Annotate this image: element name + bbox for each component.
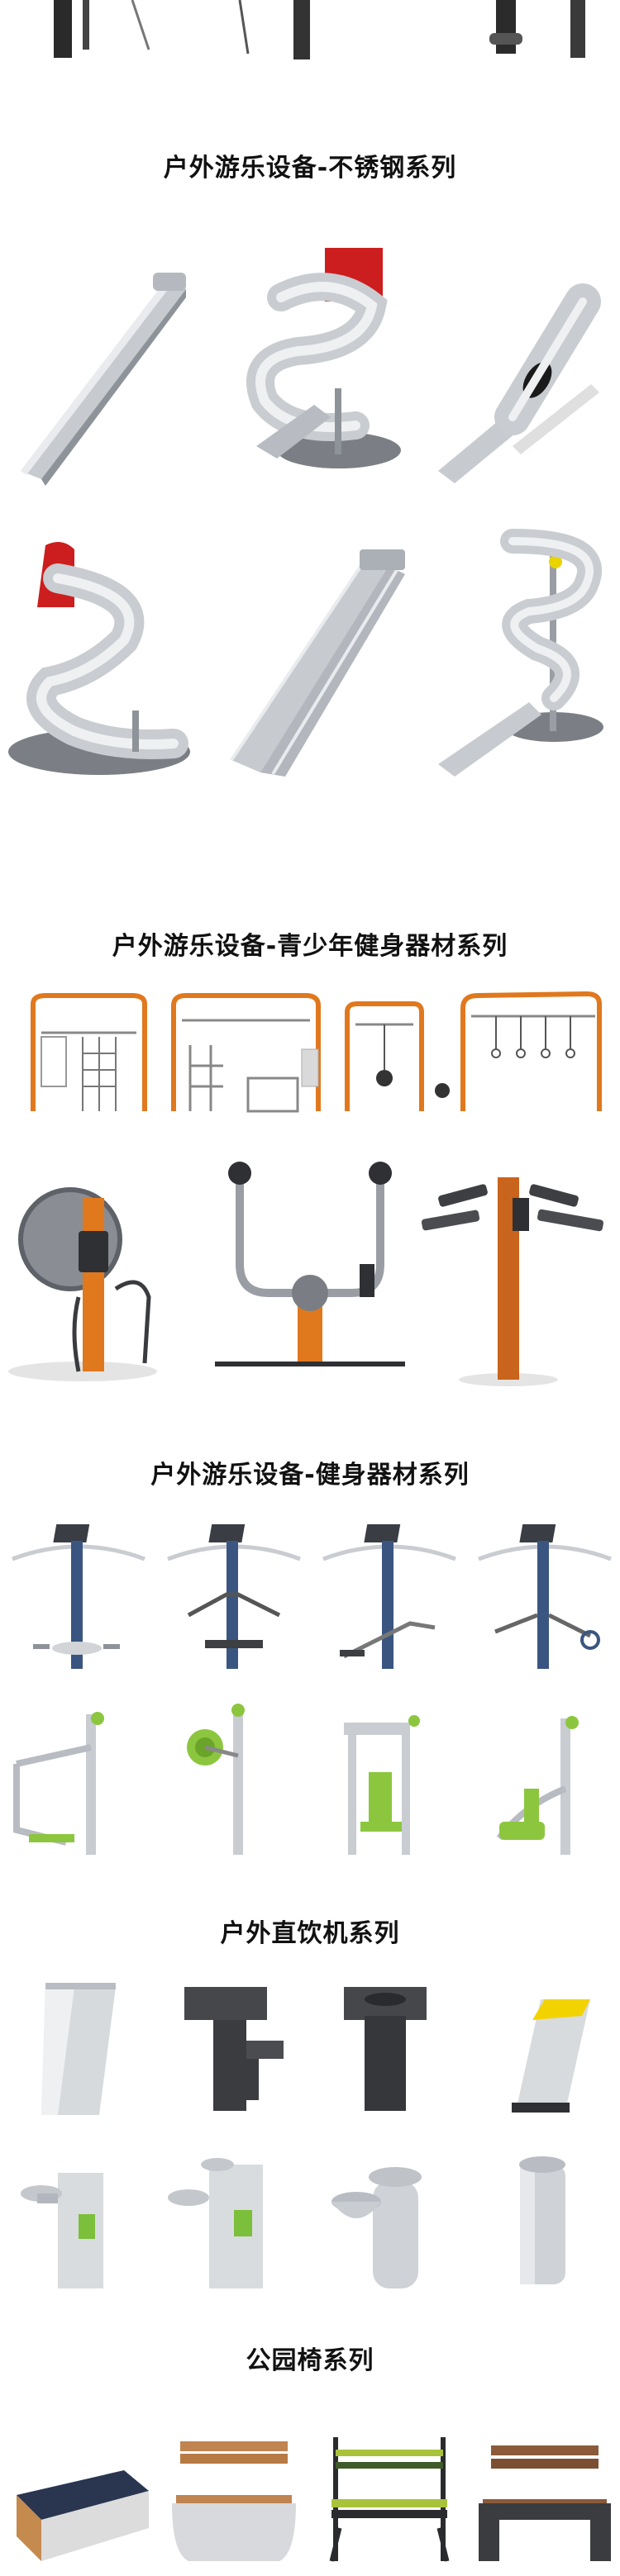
product-image-green-leg-press[interactable] [311, 1698, 466, 1867]
product-image-solar-smart-bench[interactable] [0, 2404, 155, 2576]
product-image-solar-elliptical[interactable] [311, 1516, 466, 1677]
product-image-round-steel-fountain[interactable] [311, 2140, 466, 2293]
product-image-curved-steel-fountain[interactable] [0, 1970, 155, 2123]
product-image-green-slat-metal-bench[interactable] [311, 2404, 466, 2576]
product-image-rotating-disc-trainer[interactable] [0, 1148, 207, 1388]
product-image-solar-chest-press[interactable] [155, 1516, 311, 1677]
drinking-fountain-grid [0, 1962, 620, 2293]
product-image-steel-green-sign-fountain[interactable] [0, 2140, 155, 2293]
park-bench-grid [0, 2388, 620, 2576]
product-image-green-walker[interactable] [0, 1698, 155, 1867]
product-image-green-seated-trainer[interactable] [466, 1698, 620, 1867]
product-image-dark-double-fountain[interactable] [155, 1970, 311, 2123]
stainless-slide-grid [0, 231, 620, 810]
product-image-spiral-slide-red-top[interactable] [207, 240, 413, 487]
top-equipment-strip [0, 0, 620, 62]
product-image-seated-twist-trainer[interactable] [207, 1148, 413, 1388]
section-title-youth-fitness: 户外游乐设备-青少年健身器材系列 [112, 932, 508, 961]
product-image-youth-fitness-frame[interactable] [25, 987, 620, 1119]
product-image-solar-double-trainer[interactable] [466, 1516, 620, 1677]
product-image-pull-up-pole-trainer[interactable] [413, 1148, 620, 1388]
product-image-dual-basin-steel-fountain[interactable] [155, 2140, 311, 2293]
product-image-straight-slide[interactable] [0, 248, 207, 487]
product-image-wood-slat-bench[interactable] [155, 2404, 311, 2576]
product-image-cylinder-steel-fountain[interactable] [466, 2140, 620, 2293]
product-image-tall-spiral-slide[interactable] [413, 516, 620, 785]
product-image-double-slide[interactable] [207, 529, 413, 785]
product-image-dark-frame-wood-bench[interactable] [466, 2404, 620, 2576]
product-image-green-massager[interactable] [155, 1698, 311, 1867]
product-image-yellow-accent-fountain[interactable] [466, 1970, 620, 2123]
product-image-spiral-slide-red-hood[interactable] [0, 529, 207, 785]
section-title-fitness-equipment: 户外游乐设备-健身器材系列 [150, 1461, 470, 1490]
product-image-dark-pedestal-fountain[interactable] [311, 1970, 466, 2123]
fitness-equipment-grid [0, 1504, 620, 1867]
section-title-stainless-slides: 户外游乐设备-不锈钢系列 [163, 154, 457, 183]
section-title-drinking-fountains: 户外直饮机系列 [220, 1919, 400, 1948]
section-title-park-benches: 公园椅系列 [246, 2346, 374, 2375]
product-image-solar-twister[interactable] [0, 1516, 155, 1677]
product-image-tube-slide[interactable] [413, 248, 620, 487]
